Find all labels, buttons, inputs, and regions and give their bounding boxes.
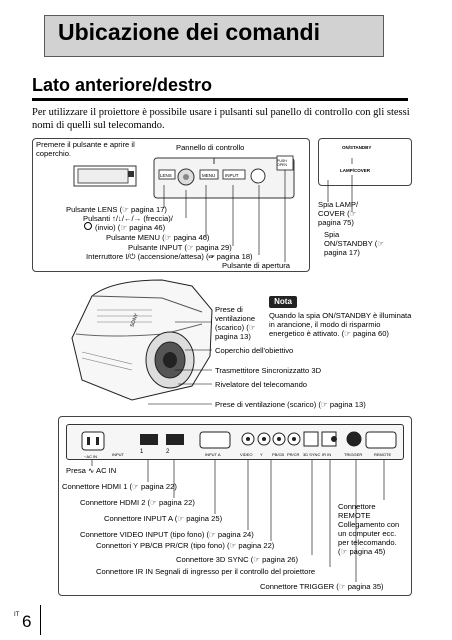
- panel-btn-input: INPUT: [225, 173, 239, 178]
- page-language: IT: [14, 612, 20, 618]
- label-lens: Pulsante LENS (☞ pagina 17): [66, 205, 167, 214]
- panel-btn-lens: LENS: [160, 173, 172, 178]
- label-input: Pulsante INPUT (☞ pagina 29): [128, 243, 232, 252]
- port-y: Y: [260, 452, 263, 457]
- nota-badge: Nota: [269, 296, 297, 308]
- label-arrows: Pulsanti ↑/↓/←/→ (freccia)/: [83, 214, 173, 223]
- label-vents: Prese di ventilazione (scarico) (☞ pagin…: [215, 305, 256, 341]
- label-remote-sensor: Rivelatore del telecomando: [215, 380, 308, 389]
- label-3d-sync: Trasmettitore Sincronizzatto 3D: [215, 366, 322, 375]
- label-input-a: Connettore INPUT A (☞ pagina 25): [104, 514, 223, 523]
- port-hdmi-1: 1: [140, 449, 144, 455]
- label-ir-in: Connettore IR IN Segnali di ingresso per…: [96, 567, 316, 576]
- port-ir-in: IR IN: [322, 452, 332, 457]
- label-trigger: Connettore TRIGGER (☞ pagina 35): [260, 582, 384, 591]
- page-title: Ubicazione dei comandi: [58, 19, 320, 45]
- section-rule: [32, 98, 408, 101]
- intro-text: Per utilizzare il proiettore è possibile…: [32, 107, 410, 131]
- port-remote: REMOTE: [374, 452, 392, 457]
- port-video: VIDEO: [240, 452, 253, 457]
- projector-leader-lines: [148, 321, 212, 405]
- label-power: Interruttore I/⏻ (accensione/attesa) (☞ …: [86, 252, 253, 261]
- label-on-standby: Spia ON/STANDBY (☞ pagina 17): [324, 230, 385, 257]
- port-ac-in: ~AC IN: [84, 454, 98, 459]
- title-box: [44, 15, 384, 57]
- label-enter: (invio) (☞ pagina 46): [95, 223, 166, 232]
- indicator-on-standby: ON/STANDBY: [342, 145, 372, 150]
- label-hdmi-2: Connettore HDMI 2 (☞ pagina 22): [80, 498, 195, 507]
- label-ac-in: Presa ∿ AC IN: [66, 466, 117, 475]
- page-number: 6: [22, 612, 32, 631]
- port-trigger: TRIGGER: [344, 452, 363, 457]
- label-menu: Pulsante MENU (☞ pagina 46): [106, 233, 210, 242]
- port-input: INPUT: [112, 452, 124, 457]
- label-opening: Pulsante di apertura: [222, 261, 290, 270]
- page-margin-rule: [40, 605, 41, 635]
- rear-connectors: [81, 431, 397, 451]
- port-pr: PR/CR: [287, 452, 300, 457]
- enter-icon: [84, 222, 92, 230]
- panel-label: Pannello di controllo: [176, 143, 245, 152]
- panel-btn-menu: MENU: [202, 173, 216, 178]
- nota-text: Quando la spia ON/STANDBY è illuminata i…: [269, 311, 412, 338]
- section-title: Lato anteriore/destro: [32, 75, 213, 95]
- indicator-box: [318, 138, 412, 186]
- label-vents-2: Prese di ventilazione (scarico) (☞ pagin…: [215, 400, 366, 409]
- indicator-lines: [327, 158, 353, 212]
- label-video-input: Connettore VIDEO INPUT (tipo fono) (☞ pa…: [80, 530, 254, 539]
- label-ypbpr: Connettori Y PB/CB PR/CR (tipo fono) (☞ …: [96, 541, 275, 550]
- panel-leader-lines: [163, 170, 286, 262]
- indicator-lamp-cover: LAMP/COVER: [340, 168, 371, 173]
- label-lens-cover: Coperchio dell'obiettivo: [215, 346, 294, 355]
- label-hdmi-1: Connettore HDMI 1 (☞ pagina 22): [62, 482, 177, 491]
- label-lamp-cover: Spia LAMP/ COVER (☞ pagina 75): [318, 200, 359, 227]
- port-3d-sync: 3D SYNC: [303, 452, 321, 457]
- label-remote: Connettore REMOTE Collegamento con un co…: [338, 502, 400, 556]
- label-3d-sync-connector: Connettore 3D SYNC (☞ pagina 26): [176, 555, 299, 564]
- panel-push-open: PUSH OPEN: [277, 159, 287, 167]
- port-input-a: INPUT A: [205, 452, 221, 457]
- port-hdmi-2: 2: [166, 449, 170, 455]
- cover-note: Premere il pulsante e aprire il coperchi…: [36, 140, 135, 158]
- port-pb: PB/CB: [272, 452, 285, 457]
